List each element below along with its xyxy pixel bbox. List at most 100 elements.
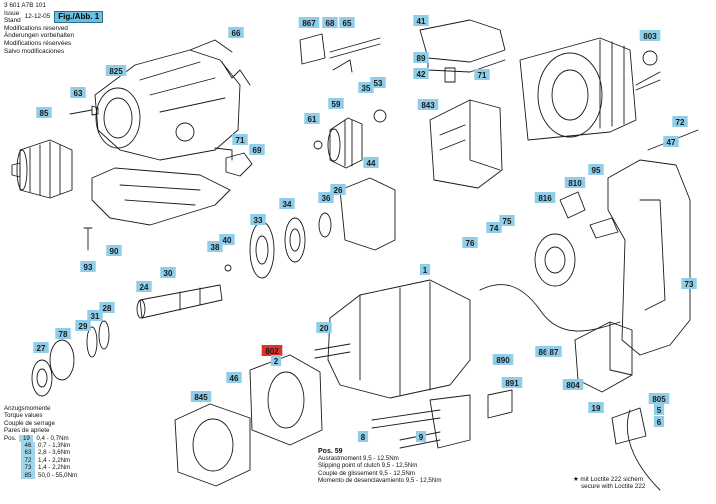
callout-label: 59: [332, 100, 341, 109]
callout-box: [316, 322, 332, 333]
callout: 85: [36, 107, 52, 118]
pos-label: Pos.: [4, 434, 17, 442]
bracket: [214, 147, 233, 161]
callout: 31: [87, 310, 103, 321]
torque-value: 1,4 - 2,2Nm: [38, 464, 71, 472]
callout: 5: [653, 404, 665, 415]
torque-pos: 19: [19, 434, 34, 443]
callout-label: 5: [657, 406, 662, 415]
callout: 19: [588, 402, 604, 413]
callout: 66: [228, 27, 244, 38]
callout-label: 95: [592, 166, 601, 175]
callout-label: 42: [417, 70, 426, 79]
callout-label: 803: [643, 32, 657, 41]
torque-table: Anzugsmomente Torque values Couple de se…: [4, 405, 77, 480]
callout-label: 46: [230, 374, 239, 383]
callout: 804: [562, 379, 584, 390]
callout-label: 63: [74, 89, 83, 98]
star-icon: ★: [573, 476, 579, 483]
callout-box: [358, 82, 374, 93]
callout: 71: [232, 134, 248, 145]
callout: 30: [160, 267, 176, 278]
notice-line: Änderungen vorbehalten: [4, 32, 74, 40]
strain-relief: [487, 389, 513, 419]
clutch-note-line: Momento de desenclavamiento 9,5 - 12,5Nm: [318, 476, 442, 484]
callout-label: 816: [538, 194, 552, 203]
callout: 47: [663, 136, 679, 147]
callout: 803: [639, 30, 661, 41]
callout-box: [357, 431, 369, 442]
callout-box: [207, 241, 223, 252]
callout: 44: [363, 157, 379, 168]
callout-box: [535, 346, 551, 357]
callout-box: [270, 355, 282, 366]
callout-box: [70, 87, 86, 98]
callout-box: [328, 98, 344, 109]
loctite-line: mit Loctite 222 sichern: [580, 476, 644, 483]
torque-pos: 46: [21, 442, 35, 450]
callout: 24: [136, 281, 152, 292]
notice-line: Modifications reserved: [4, 24, 68, 32]
callout-box: [492, 354, 514, 365]
callout-label: 38: [211, 243, 220, 252]
callout-label: 26: [334, 186, 343, 195]
drill-chuck: [11, 139, 73, 199]
callout-box: [304, 113, 320, 124]
callout-box: [415, 431, 427, 442]
callout-box: [370, 77, 386, 88]
callout: 27: [33, 342, 49, 353]
screw: [69, 105, 99, 116]
callout-label: 845: [194, 393, 208, 402]
torque-title: Pares de apriete: [4, 427, 50, 435]
doc-number: 3 601 A7B 101: [4, 2, 46, 9]
rear-handle: [607, 159, 691, 356]
torque-value: 1,4 - 2,2Nm: [38, 456, 71, 464]
screw: [83, 227, 93, 251]
callout-label: 71: [478, 71, 487, 80]
callout-box: [219, 234, 235, 245]
switch-cap: [225, 152, 253, 177]
torque-value: 0,4 - 0,7Nm: [36, 434, 69, 442]
callout-label: 74: [490, 224, 499, 233]
callout-box: [672, 116, 688, 127]
callout-label: 6: [657, 418, 662, 427]
torque-title: Torque values: [4, 412, 43, 420]
callout: 87: [546, 346, 562, 357]
callout-box: [413, 15, 429, 26]
callout-box: [87, 310, 103, 321]
callout-box: [534, 192, 556, 203]
plate: [299, 33, 326, 65]
callout-box: [486, 222, 502, 233]
callout-label: 24: [140, 283, 149, 292]
callout-label: 66: [232, 29, 241, 38]
callout-label: 85: [40, 109, 49, 118]
callout-box: [75, 320, 91, 331]
callout-label: 8: [361, 433, 366, 442]
callout: 46: [226, 372, 242, 383]
callout-box: [413, 68, 429, 79]
steel-ball: [224, 264, 232, 272]
callout: 86: [535, 346, 551, 357]
stand-label: Stand: [4, 17, 21, 25]
callout: 53: [370, 77, 386, 88]
figure-badge: Fig./Abb. 1: [54, 11, 104, 23]
callout-label: 9: [419, 433, 424, 442]
spring-lever: [329, 37, 381, 59]
callout-label: 76: [466, 239, 475, 248]
armature: [519, 37, 661, 141]
callout: 40: [219, 234, 235, 245]
clutch-note: Pos. 59 Ausrastmoment 9,5 - 12,5Nm Slipp…: [318, 448, 441, 484]
callout-box: [462, 237, 478, 248]
callout-box: [160, 267, 176, 278]
callout-label: 1: [423, 266, 428, 275]
issue-label: Issue: [4, 9, 20, 17]
callout: 867: [298, 17, 320, 28]
callout-box: [588, 402, 604, 413]
callout: 38: [207, 241, 223, 252]
gear-housing: [94, 39, 241, 161]
callout-box: [413, 52, 429, 63]
callout-box: [663, 136, 679, 147]
